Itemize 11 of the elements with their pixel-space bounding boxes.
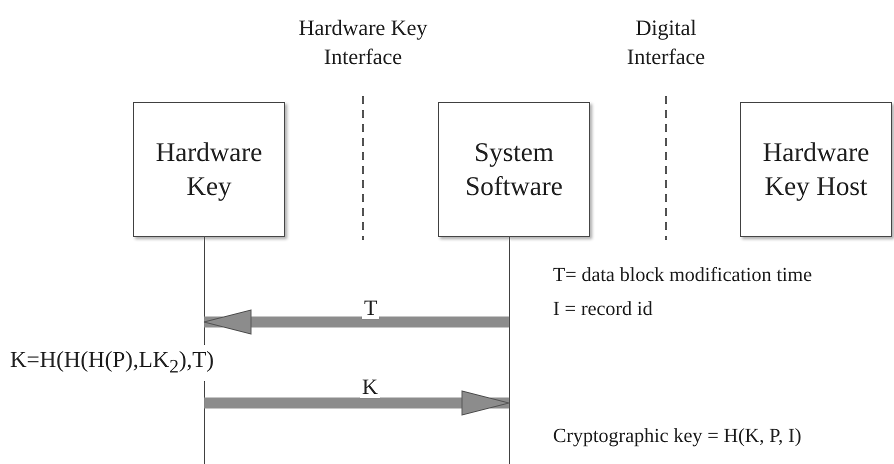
interface-label: Digital Interface (626, 14, 706, 71)
note-text: Cryptographic key = H(K, P, I) (553, 424, 802, 449)
arrow (204, 390, 510, 416)
participant-box: Hardware Key Host (740, 102, 892, 237)
formula-text: K=H(H(H(P),LK$_{2}$),T) (10, 345, 214, 381)
participant-box: System Software (438, 102, 590, 237)
arrow (204, 310, 509, 334)
note-text: T= data block modification time (553, 263, 812, 288)
interface-label: Hardware Key Interface (298, 14, 428, 71)
note-text: I = record id (553, 297, 653, 322)
participant-box: Hardware Key (133, 102, 285, 237)
